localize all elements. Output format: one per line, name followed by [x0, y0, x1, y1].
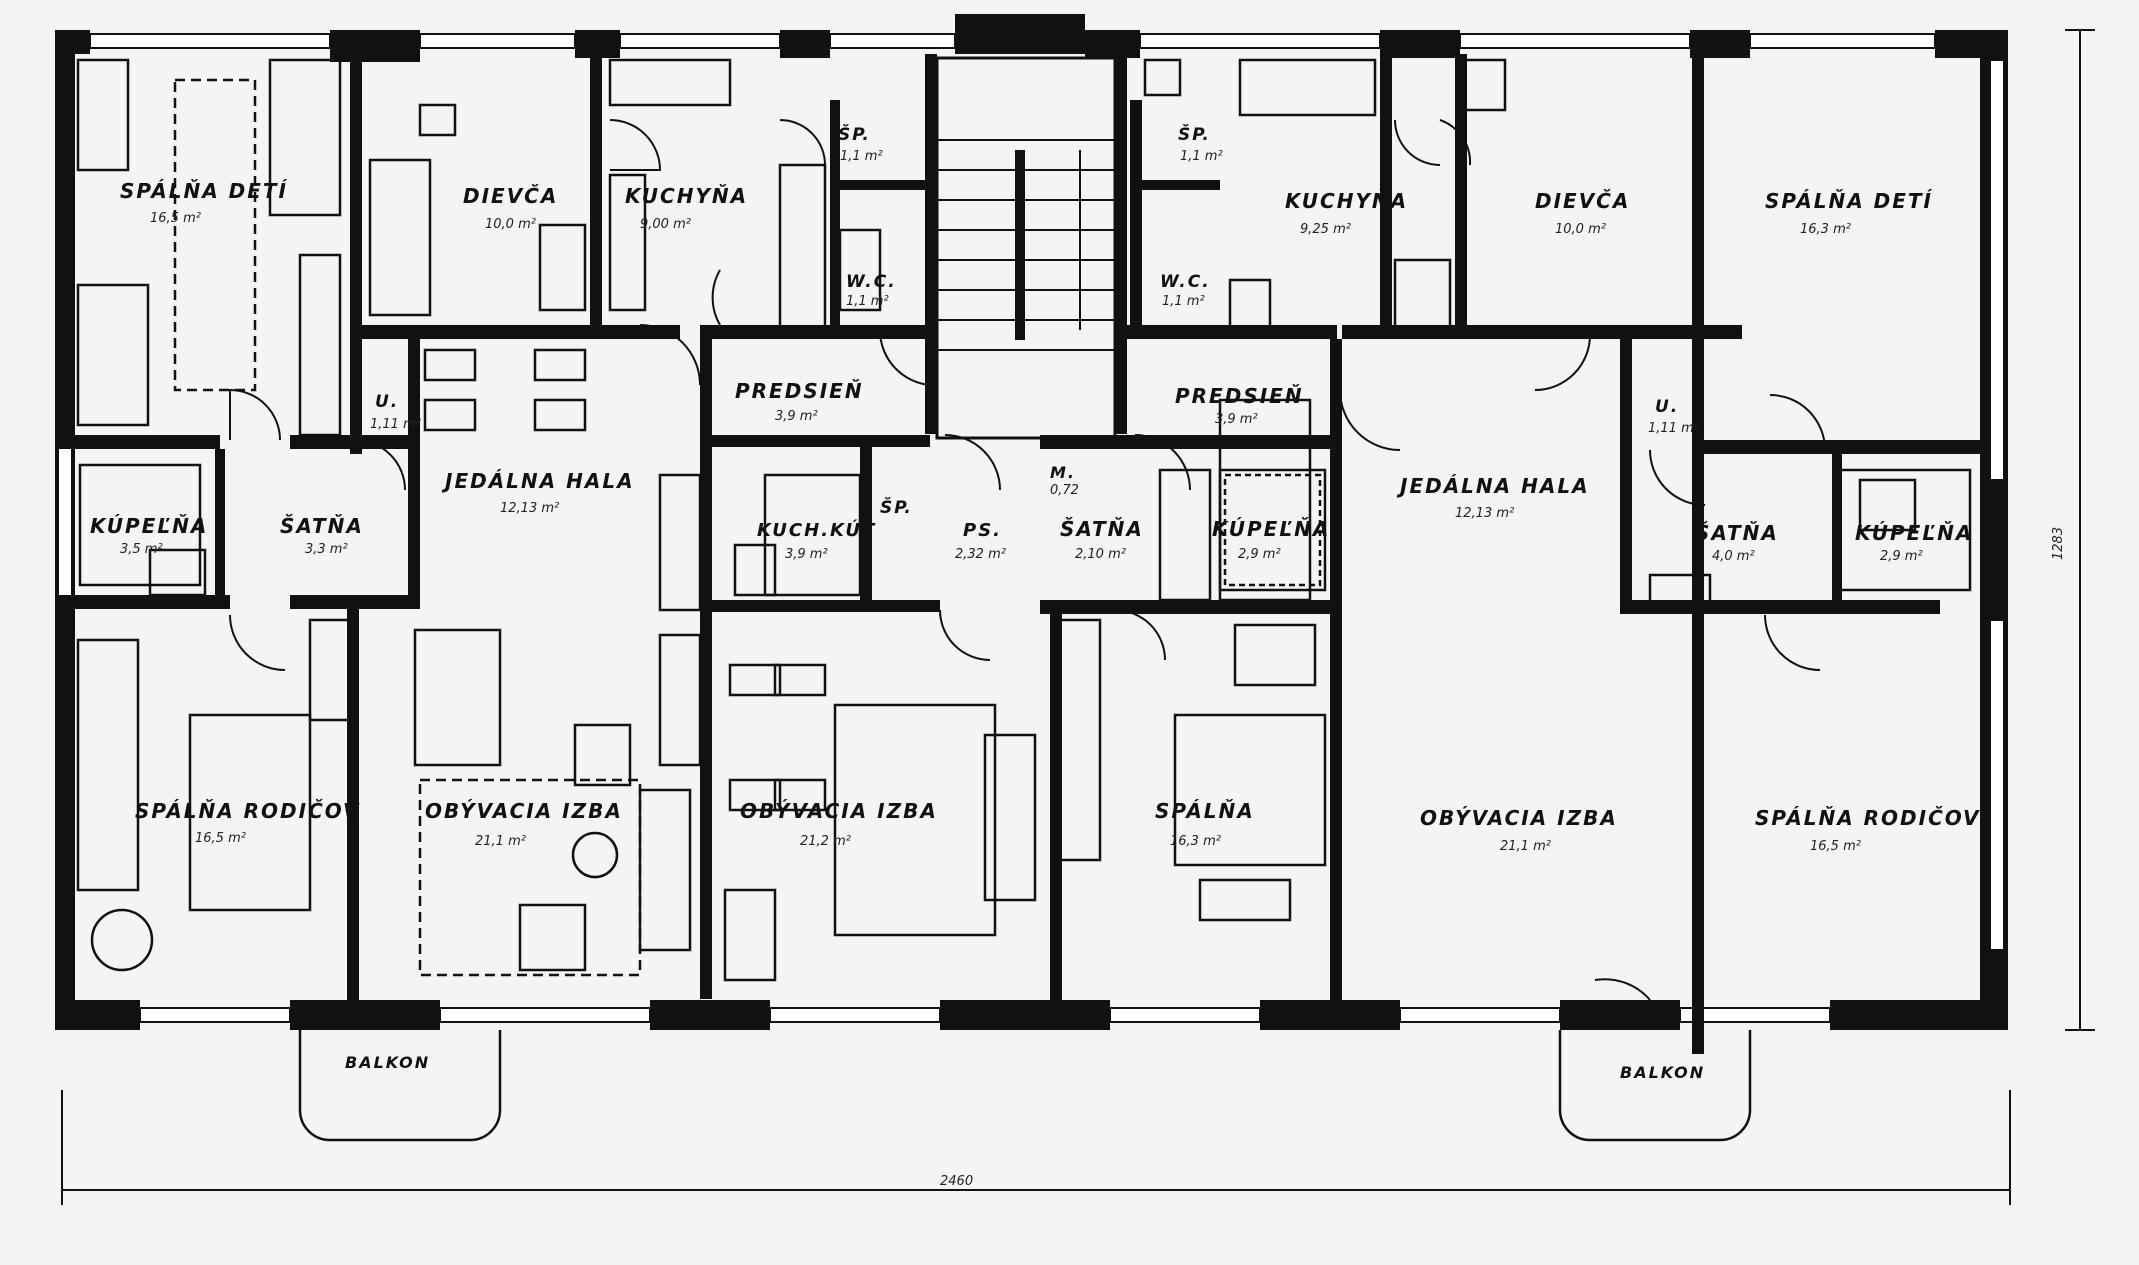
area-r-jedalna: 12,13 m² — [1455, 506, 1514, 521]
label-c-predsien: PREDSIEŇ — [735, 379, 864, 403]
label-l-spalna-rodicov: SPÁLŇA RODIČOV — [135, 799, 361, 823]
area-l-dievca: 10,0 m² — [485, 217, 536, 232]
dimension-height: 1283 — [2051, 527, 2066, 560]
label-r-jedalna: JEDÁLNA HALA — [1396, 474, 1590, 498]
label-l-obyvacia: OBÝVACIA IZBA — [425, 799, 623, 823]
label-l-wc: W.C. — [846, 272, 897, 292]
area-c-kupelna: 2,9 m² — [1238, 547, 1281, 562]
area-l-sp: 1,1 m² — [840, 149, 883, 164]
furniture — [76, 58, 1972, 982]
label-r-u: U. — [1655, 397, 1679, 417]
label-l-spalna-deti: SPÁLŇA DETÍ — [120, 179, 288, 203]
area-l-u: 1,11 m² — [370, 417, 421, 432]
label-c-spalna: SPÁLŇA — [1155, 799, 1255, 823]
area-r-spalna-rodicov: 16,5 m² — [1810, 839, 1861, 854]
area-c-kuch-kut: 3,9 m² — [785, 547, 828, 562]
area-r-predsien: 3,9 m² — [1215, 412, 1258, 427]
label-r-wc: W.C. — [1160, 272, 1211, 292]
area-c-m: 0,72 — [1050, 483, 1079, 498]
room-labels: SPÁLŇA DETÍ 16,5 m² DIEVČA 10,0 m² KUCHY… — [90, 123, 2066, 1189]
label-l-jedalna: JEDÁLNA HALA — [441, 469, 635, 493]
doors — [229, 119, 1826, 1001]
label-c-ps: PS. — [963, 520, 1002, 541]
label-c-m: M. — [1050, 463, 1076, 482]
area-c-ps: 2,32 m² — [955, 547, 1006, 562]
label-l-sp: ŠP. — [838, 123, 871, 145]
area-c-spalna: 16,3 m² — [1170, 834, 1221, 849]
label-c-sp: ŠP. — [880, 496, 913, 518]
area-l-jedalna: 12,13 m² — [500, 501, 559, 516]
area-c-satna: 2,10 m² — [1075, 547, 1126, 562]
label-c-satna: ŠATŇA — [1060, 517, 1144, 541]
label-r-sp: ŠP. — [1178, 123, 1211, 145]
label-c-kupelna: KÚPEĽŇA — [1212, 517, 1330, 541]
area-l-wc: 1,1 m² — [846, 294, 889, 309]
area-l-kupelna: 3,5 m² — [120, 542, 163, 557]
area-c-predsien: 3,9 m² — [775, 409, 818, 424]
area-r-spalna-deti: 16,3 m² — [1800, 222, 1851, 237]
label-r-predsien: PREDSIEŇ — [1175, 384, 1304, 408]
label-r-kupelna: KÚPEĽŇA — [1855, 521, 1973, 545]
area-l-spalna-rodicov: 16,5 m² — [195, 831, 246, 846]
area-c-obyvacia: 21,2 m² — [800, 834, 851, 849]
dimension-lines — [61, 29, 2095, 1205]
label-c-obyvacia: OBÝVACIA IZBA — [740, 799, 938, 823]
area-r-kuchyna: 9,25 m² — [1300, 222, 1351, 237]
balconies — [298, 1030, 1752, 1142]
area-r-kupelna: 2,9 m² — [1880, 549, 1923, 564]
label-r-kuchyna: KUCHYŇA — [1285, 189, 1408, 213]
dimension-width: 2460 — [940, 1174, 973, 1189]
area-l-obyvacia: 21,1 m² — [475, 834, 526, 849]
label-l-dievca: DIEVČA — [463, 184, 558, 208]
label-l-u: U. — [375, 392, 399, 412]
label-balkon-right: BALKON — [1620, 1063, 1705, 1082]
staircase — [935, 56, 1117, 440]
label-l-kuchyna: KUCHYŇA — [625, 184, 748, 208]
area-l-spalna-deti: 16,5 m² — [150, 211, 201, 226]
label-balkon-left: BALKON — [345, 1053, 430, 1072]
area-r-u: 1,11 m² — [1648, 421, 1699, 436]
area-r-satna: 4,0 m² — [1712, 549, 1755, 564]
label-r-obyvacia: OBÝVACIA IZBA — [1420, 806, 1618, 830]
label-r-dievca: DIEVČA — [1535, 189, 1630, 213]
area-l-kuchyna: 9,00 m² — [640, 217, 691, 232]
label-l-kupelna: KÚPEĽŇA — [90, 514, 208, 538]
area-l-satna: 3,3 m² — [305, 542, 348, 557]
area-r-dievca: 10,0 m² — [1555, 222, 1606, 237]
area-r-sp: 1,1 m² — [1180, 149, 1223, 164]
label-r-satna: ŠATŇA — [1695, 521, 1779, 545]
label-l-satna: ŠATŇA — [280, 514, 364, 538]
label-r-spalna-deti: SPÁLŇA DETÍ — [1765, 189, 1933, 213]
area-r-wc: 1,1 m² — [1162, 294, 1205, 309]
outer-walls — [55, 14, 2008, 1030]
label-r-spalna-rodicov: SPÁLŇA RODIČOV — [1755, 806, 1981, 830]
area-r-obyvacia: 21,1 m² — [1500, 839, 1551, 854]
label-c-kuch-kut: KUCH.KÚT — [757, 519, 876, 541]
